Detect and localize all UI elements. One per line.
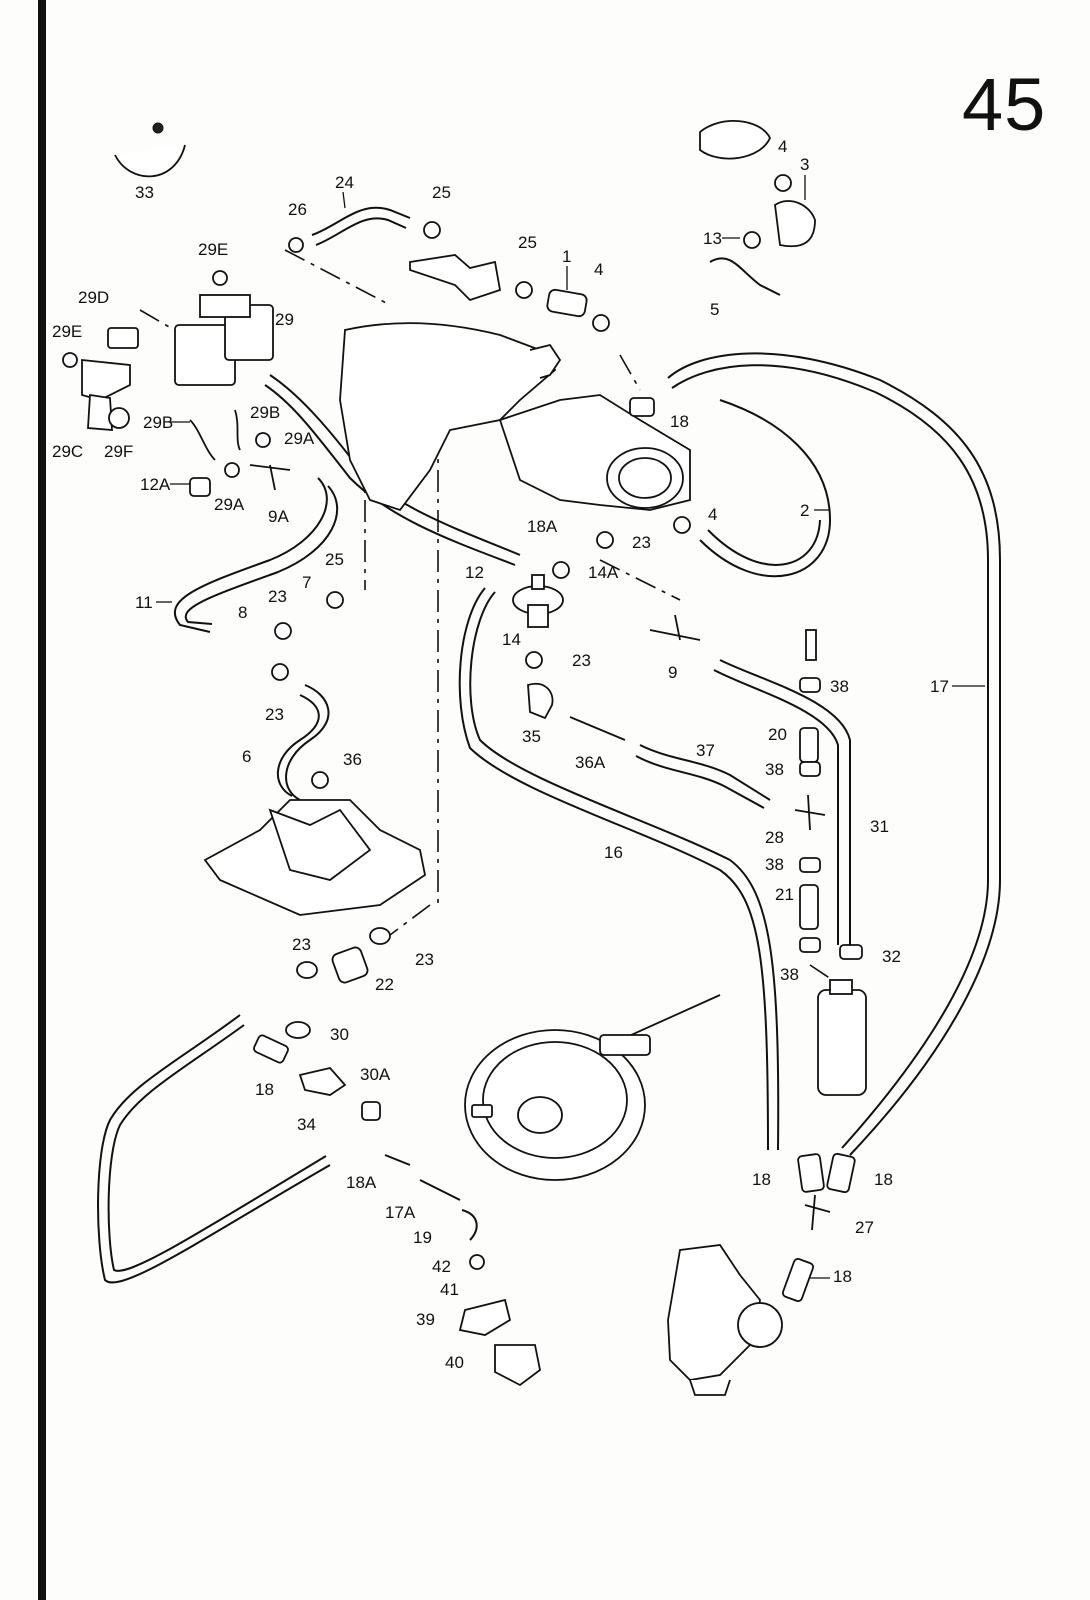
brake-booster [464, 994, 721, 1181]
callout-23-intake: 23 [632, 533, 651, 552]
callout-28: 28 [765, 828, 784, 847]
transmission-pan [203, 799, 427, 916]
callout-14: 14 [502, 630, 521, 649]
callout-29A-bottom: 29A [214, 495, 245, 514]
callout-23-hose6: 23 [265, 705, 284, 724]
callout-4-b: 4 [778, 137, 787, 156]
callout-3: 3 [800, 155, 809, 174]
callout-37: 37 [696, 741, 715, 760]
air-intake-housing [339, 322, 691, 512]
callout-42: 42 [432, 1257, 451, 1276]
callout-35: 35 [522, 727, 541, 746]
callout-38-a: 38 [830, 677, 849, 696]
vacuum-reservoir-32 [817, 944, 867, 1096]
callout-39: 39 [416, 1310, 435, 1329]
callout-38-d: 38 [780, 965, 799, 984]
callout-13: 13 [703, 229, 722, 248]
callout-36: 36 [343, 750, 362, 769]
callout-34: 34 [297, 1115, 316, 1134]
callout-18-dist-bottom: 18 [833, 1267, 852, 1286]
callout-29: 29 [275, 310, 294, 329]
callout-5: 5 [710, 300, 719, 319]
callout-2: 2 [800, 501, 809, 520]
callout-9: 9 [668, 663, 677, 682]
callout-29B-right: 29B [250, 403, 280, 422]
callout-18-top: 18 [670, 412, 689, 431]
callout-4-a: 4 [594, 260, 603, 279]
callout-29E-top: 29E [198, 240, 228, 259]
callout-25-left: 25 [325, 550, 344, 569]
callout-32: 32 [882, 947, 901, 966]
callout-16: 16 [604, 843, 623, 862]
callout-23-pan-right: 23 [415, 950, 434, 969]
callout-4-c: 4 [708, 505, 717, 524]
distributor [667, 1244, 783, 1396]
callout-21: 21 [775, 885, 794, 904]
callout-40: 40 [445, 1353, 464, 1372]
callout-23-left: 23 [268, 587, 287, 606]
callout-17: 17 [930, 677, 949, 696]
callout-23-valve: 23 [572, 651, 591, 670]
callout-31: 31 [870, 817, 889, 836]
callout-12: 12 [465, 563, 484, 582]
callout-18-dist-left: 18 [752, 1170, 771, 1189]
part-callouts: 33 24 26 25 25 1 4 4 3 13 5 29E 29D 29 2… [52, 137, 985, 1372]
callout-12A: 12A [140, 475, 171, 494]
callout-18-dist-right: 18 [874, 1170, 893, 1189]
callout-20: 20 [768, 725, 787, 744]
callout-8: 8 [238, 603, 247, 622]
callout-41: 41 [440, 1280, 459, 1299]
callout-18-left: 18 [255, 1080, 274, 1099]
callout-18A-top: 18A [527, 517, 558, 536]
callout-23-pan-left: 23 [292, 935, 311, 954]
callout-27: 27 [855, 1218, 874, 1237]
callout-22: 22 [375, 975, 394, 994]
callout-11: 11 [135, 593, 153, 612]
callout-14A: 14A [588, 563, 619, 582]
callout-36A: 36A [575, 753, 606, 772]
solenoid-valve-29 [174, 294, 274, 386]
callout-29D: 29D [78, 288, 109, 307]
callout-25-top: 25 [432, 183, 451, 202]
callout-7: 7 [302, 573, 311, 592]
callout-33: 33 [135, 183, 154, 202]
callout-29F: 29F [104, 442, 133, 461]
callout-29E-left: 29E [52, 322, 82, 341]
callout-29A-right: 29A [284, 429, 315, 448]
callout-17A: 17A [385, 1203, 416, 1222]
callout-29B-left: 29B [143, 413, 173, 432]
callout-30A: 30A [360, 1065, 391, 1084]
hose-lines [97, 206, 1001, 1284]
page-number: 45 [962, 63, 1047, 146]
callout-30: 30 [330, 1025, 349, 1044]
callout-24: 24 [335, 173, 354, 192]
callout-19: 19 [413, 1228, 432, 1247]
callout-9A: 9A [268, 507, 289, 526]
callout-18A-bottom: 18A [346, 1173, 377, 1192]
callout-29C: 29C [52, 442, 83, 461]
callout-1: 1 [562, 247, 571, 266]
binding-edge [38, 0, 46, 1600]
callout-25-mid: 25 [518, 233, 537, 252]
callout-6: 6 [242, 747, 251, 766]
callout-26: 26 [288, 200, 307, 219]
callout-38-b: 38 [765, 760, 784, 779]
components [62, 120, 867, 1396]
vacuum-valve-14 [512, 574, 564, 628]
callout-38-c: 38 [765, 855, 784, 874]
